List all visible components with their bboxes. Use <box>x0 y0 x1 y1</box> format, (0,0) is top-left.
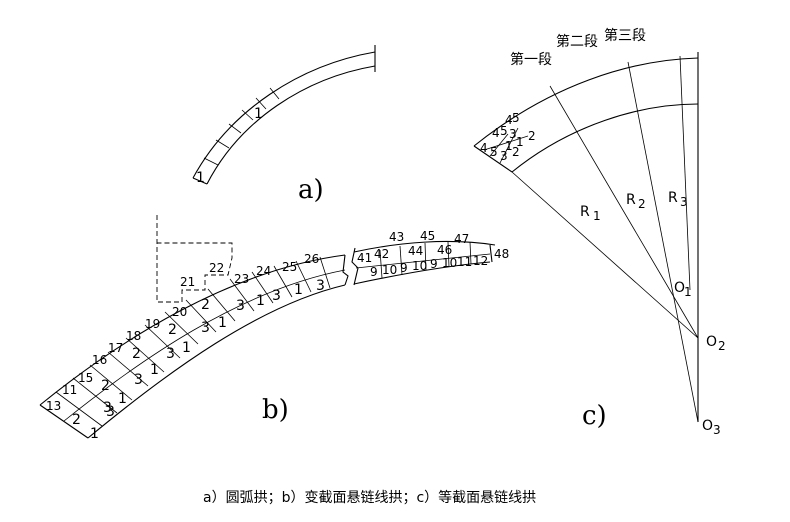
figure-caption: a）圆弧拱；b）变截面悬链线拱；c）等截面悬链线拱 <box>203 489 536 506</box>
panel-b-number: 23 <box>234 272 249 286</box>
panel-b-number: 44 <box>408 244 423 258</box>
panel-c-number: 3 <box>500 149 508 163</box>
panel-b-digit: 12 <box>473 254 488 268</box>
panel-b-number: 20 <box>172 305 187 319</box>
panel-c-center-sub: 1 <box>684 285 692 299</box>
panel-c-center-sub: 2 <box>718 339 726 353</box>
panel-b-digit: 3 <box>106 404 115 420</box>
panel-b-number: 41 <box>357 251 372 265</box>
panel-c-segment-label: 第三段 <box>604 27 646 44</box>
panel-b-number: 15 <box>78 371 93 385</box>
panel-b-number: 25 <box>282 260 297 274</box>
panel-b-digit: 3 <box>272 288 281 304</box>
panel-b-digit: 2 <box>168 322 177 338</box>
panel-b-number: 46 <box>437 243 452 257</box>
panel-a-arch <box>192 45 376 185</box>
panel-b-number: 21 <box>180 275 195 289</box>
panel-b-digit: 2 <box>132 346 141 362</box>
panel-c-number: 3 <box>509 127 517 141</box>
panel-c-center-sub: 3 <box>713 423 721 437</box>
panel-b-digit: 1 <box>90 426 99 442</box>
panel-b-number: 24 <box>256 264 271 278</box>
panel-c-number: 5 <box>512 111 520 125</box>
panel-b-number: 13 <box>46 399 61 413</box>
panel-b-digit: 2 <box>72 412 81 428</box>
panel-b-digit: 10 <box>442 256 457 270</box>
panel-b-number: 19 <box>145 317 160 331</box>
panel-b-label: b) <box>262 395 289 425</box>
panel-b-arch <box>39 215 496 439</box>
panel-b-number: 43 <box>389 230 404 244</box>
panel-b-digit: 9 <box>400 261 408 275</box>
panel-c-center-O: O <box>706 334 717 350</box>
panel-c-number: 4 <box>505 113 513 127</box>
panel-c-number: 2 <box>512 145 520 159</box>
panel-b-number: 48 <box>494 247 509 261</box>
panel-b-number: 16 <box>92 353 107 367</box>
panel-b-number: 17 <box>108 341 123 355</box>
panel-b-digit: 1 <box>118 391 127 407</box>
panel-b-number: 11 <box>62 383 77 397</box>
panel-b-digit: 1 <box>256 293 265 309</box>
panel-b-digit: 3 <box>103 400 112 416</box>
panel-c-segment-label: 第二段 <box>556 33 598 50</box>
panel-b-digit: 1 <box>150 362 159 378</box>
panel-c-number: 5 <box>500 124 508 138</box>
panel-b-digit: 9 <box>370 265 378 279</box>
panel-b-digit: 1 <box>294 282 303 298</box>
panel-b-digit: 2 <box>101 378 110 394</box>
panel-b-digit: 3 <box>236 298 245 314</box>
panel-c-number: 2 <box>528 129 536 143</box>
panel-b-number: 42 <box>374 247 389 261</box>
panel-c-geometry <box>473 52 699 423</box>
panel-b-digit: 3 <box>201 320 210 336</box>
panel-c-radius-sub: 2 <box>638 197 646 211</box>
panel-c-radius-sub: 3 <box>680 195 688 209</box>
panel-b-digit: 3 <box>134 372 143 388</box>
panel-c-label: c) <box>582 401 607 431</box>
panel-b-number: 18 <box>126 329 141 343</box>
panel-a-number: 1 <box>254 106 263 122</box>
panel-c-number: 1 <box>516 135 524 149</box>
panel-b-digit: 3 <box>166 346 175 362</box>
panel-b-digit: 1 <box>182 340 191 356</box>
panel-b-number: 47 <box>454 232 469 246</box>
panel-a-label: a) <box>298 175 324 205</box>
panel-a-number: 1 <box>196 170 205 186</box>
panel-c-center-O: O <box>674 280 685 296</box>
panel-b-digit: 3 <box>316 278 325 294</box>
panel-b-digit: 10 <box>412 259 427 273</box>
panel-c-number: 4 <box>492 126 500 140</box>
panel-b-digit: 9 <box>430 257 438 271</box>
panel-c-radius-R: R <box>668 190 678 206</box>
panel-c-radius-R: R <box>626 192 636 208</box>
panel-c-number: 4 <box>480 141 488 155</box>
panel-c-number: 1 <box>505 139 513 153</box>
panel-b-digit: 10 <box>382 263 397 277</box>
panel-b-number: 45 <box>420 229 435 243</box>
panel-c-center-O: O <box>702 418 713 434</box>
panel-b-digit: 11 <box>457 255 472 269</box>
panel-b-number: 22 <box>209 261 224 275</box>
panel-b-number: 26 <box>304 252 319 266</box>
panel-b-digit: 2 <box>201 297 210 313</box>
panel-c-number: 5 <box>490 145 498 159</box>
panel-c-segment-label: 第一段 <box>510 51 552 68</box>
panel-b-digit: 1 <box>218 315 227 331</box>
panel-c-radius-R: R <box>580 204 590 220</box>
panel-c-radius-sub: 1 <box>593 209 601 223</box>
